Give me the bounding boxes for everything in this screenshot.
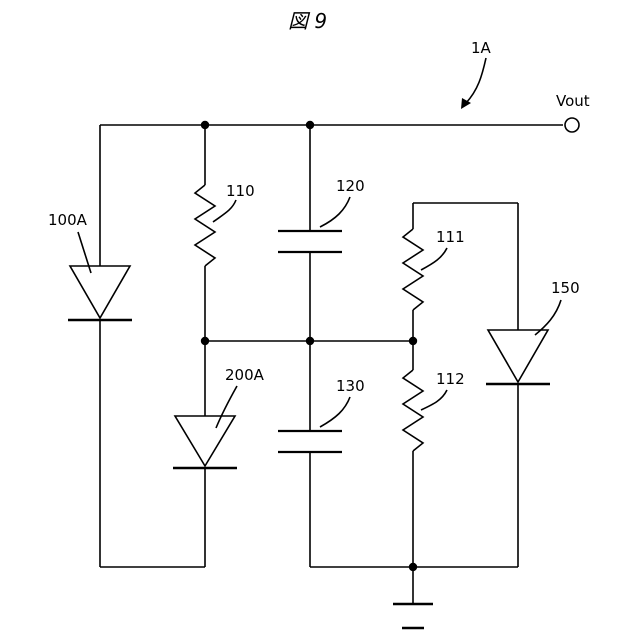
resistor-112-label: 112	[436, 370, 465, 388]
junction-dot	[306, 121, 314, 129]
diode-150-symbol	[488, 330, 548, 382]
junction-dot	[306, 337, 314, 345]
vout-label: Vout	[556, 92, 590, 110]
assembly-arrow	[466, 58, 486, 103]
diode-200a-symbol	[175, 416, 235, 466]
capacitor-130-label: 130	[336, 377, 365, 395]
capacitor-120-leader	[320, 197, 350, 227]
capacitor-120-label: 120	[336, 177, 365, 195]
diode-150-label: 150	[551, 279, 580, 297]
junction-dot	[201, 121, 209, 129]
vout-terminal	[565, 118, 579, 132]
diode-200a-label: 200A	[225, 366, 265, 384]
diode-100a-symbol	[70, 266, 130, 318]
resistor-111-leader	[421, 248, 447, 270]
junction-dot	[409, 563, 417, 571]
resistor-110-symbol	[195, 185, 215, 266]
resistor-111-label: 111	[436, 228, 465, 246]
resistor-110-leader	[213, 200, 236, 222]
assembly-label: 1A	[471, 39, 492, 57]
junction-dot	[409, 337, 417, 345]
capacitor-130-leader	[320, 397, 350, 427]
resistor-112-leader	[421, 390, 447, 410]
resistor-111-symbol	[403, 229, 423, 310]
resistor-112-symbol	[403, 370, 423, 451]
diode-100a-label: 100A	[48, 211, 88, 229]
junction-dot	[201, 337, 209, 345]
resistor-110-label: 110	[226, 182, 255, 200]
figure-title: 図 9	[288, 9, 327, 33]
